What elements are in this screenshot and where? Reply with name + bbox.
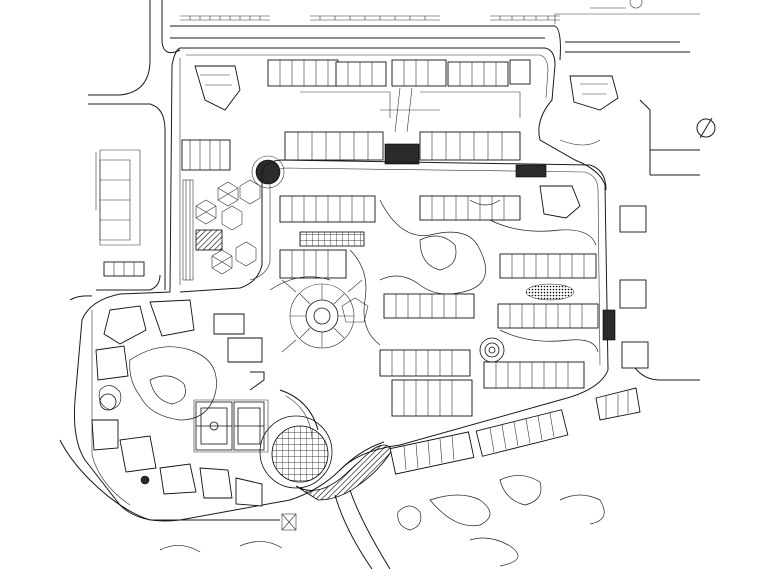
west-cluster	[181, 65, 285, 189]
road-network	[59, 0, 700, 569]
top-parking-strip	[180, 15, 560, 21]
south-landscape	[159, 475, 605, 567]
courtyard-blocks-north	[279, 164, 581, 279]
inner-ring-road	[179, 159, 607, 293]
site-boundary	[74, 47, 609, 522]
south-plaza	[259, 389, 393, 531]
sports-courts	[193, 399, 269, 453]
landscape-paths	[269, 199, 599, 353]
hexagon-garden	[182, 179, 261, 281]
east-outer-buildings	[559, 75, 649, 369]
west-outer-blocks	[99, 159, 145, 277]
radial-plaza	[281, 279, 369, 353]
southwest-district	[91, 299, 265, 507]
southeast-blocks	[389, 387, 641, 475]
north-arrow-icon	[590, 0, 716, 139]
building-row-second	[284, 87, 521, 165]
middle-blocks	[379, 293, 505, 417]
building-row-north	[267, 59, 531, 118]
east-blocks	[483, 253, 616, 389]
